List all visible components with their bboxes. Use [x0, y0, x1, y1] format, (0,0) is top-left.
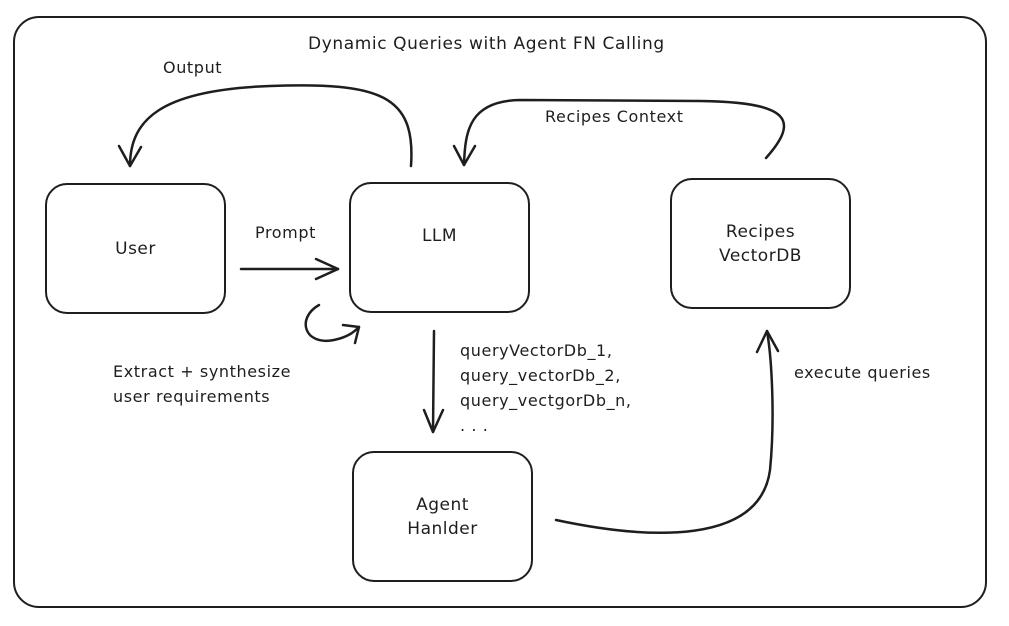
user-node: User: [45, 183, 226, 314]
execute-label: execute queries: [794, 363, 931, 382]
agent-handler-node: Agent Hanlder: [352, 451, 533, 582]
function-calls-arrow: [431, 329, 436, 434]
prompt-label: Prompt: [255, 223, 316, 242]
function-calls-arrowhead: [422, 408, 445, 434]
recipes-vectordb-node: Recipes VectorDB: [670, 178, 851, 309]
diagram-title: Dynamic Queries with Agent FN Calling: [308, 34, 665, 54]
llm-node-label: LLM: [421, 226, 458, 246]
prompt-arrowhead: [314, 257, 340, 281]
self-loop-arrow: [304, 303, 361, 343]
self-loop-arrowhead: [341, 323, 361, 345]
extract-label: Extract + synthesize user requirements: [113, 362, 292, 406]
recipes-context-arrowhead: [452, 144, 477, 167]
execute-arrowhead: [755, 329, 780, 354]
function-calls-label: queryVectorDb_1, query_vectorDb_2, query…: [460, 341, 632, 435]
output-label: Output: [163, 58, 223, 77]
execute-arrow: [554, 329, 774, 534]
output-arrowhead: [117, 144, 143, 168]
recipes-context-label: Recipes Context: [545, 107, 684, 126]
recipes-context-arrow: [462, 98, 786, 167]
diagram-frame: [13, 16, 987, 608]
llm-node: LLM: [349, 182, 530, 313]
output-arrow: [128, 84, 413, 168]
